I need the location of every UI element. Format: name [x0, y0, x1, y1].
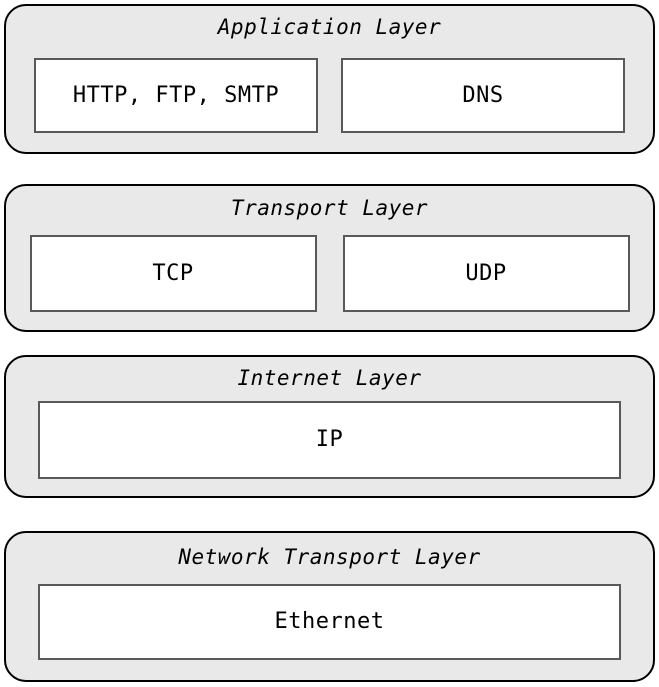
protocol-box-dns: DNS — [341, 58, 625, 133]
protocol-label-http-ftp-smtp: HTTP, FTP, SMTP — [72, 82, 280, 108]
layer-network-transport-title: Network Transport Layer — [178, 545, 481, 569]
protocol-box-ip: IP — [38, 401, 621, 479]
layer-application-title: Application Layer — [217, 15, 442, 39]
protocol-label-ethernet: Ethernet — [274, 609, 385, 634]
protocol-label-dns: DNS — [462, 82, 504, 108]
layer-network-transport-boxes: Ethernet — [6, 584, 653, 660]
layer-internet-title: Internet Layer — [237, 366, 422, 390]
layer-transport-title: Transport Layer — [230, 196, 429, 220]
protocol-label-udp: UDP — [465, 260, 507, 286]
protocol-box-ethernet: Ethernet — [38, 584, 621, 660]
protocol-box-http-ftp-smtp: HTTP, FTP, SMTP — [34, 58, 318, 133]
layer-application-boxes: HTTP, FTP, SMTP DNS — [6, 58, 653, 133]
layer-network-transport: Network Transport Layer Ethernet — [4, 531, 655, 682]
layer-transport-boxes: TCP UDP — [6, 235, 653, 312]
layer-internet: Internet Layer IP — [4, 355, 655, 498]
protocol-label-ip: IP — [315, 427, 344, 452]
layer-transport: Transport Layer TCP UDP — [4, 184, 655, 332]
layer-internet-boxes: IP — [6, 401, 653, 479]
layer-application: Application Layer HTTP, FTP, SMTP DNS — [4, 4, 655, 154]
protocol-box-tcp: TCP — [29, 235, 317, 312]
protocol-label-tcp: TCP — [152, 260, 194, 286]
protocol-box-udp: UDP — [342, 235, 630, 312]
